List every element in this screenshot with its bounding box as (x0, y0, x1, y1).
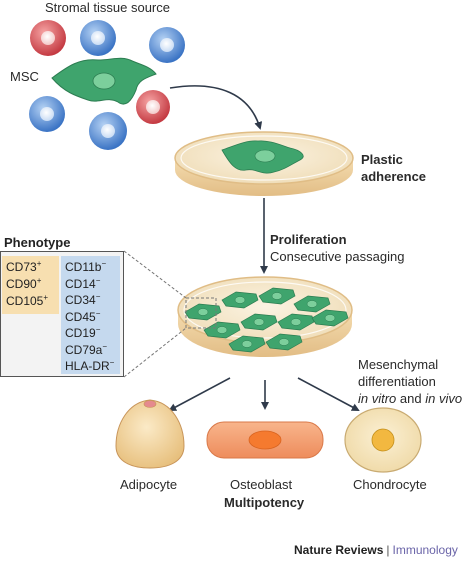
marker-sign: + (36, 259, 42, 268)
proliferating-msc (311, 309, 349, 327)
negative-markers-panel (61, 256, 120, 374)
source-label: Stromal tissue source (45, 0, 170, 15)
adherence-label: adherence (361, 169, 427, 184)
journal-credit: Nature Reviews|Immunology (294, 543, 458, 557)
marker-sign: + (36, 276, 42, 285)
blue-cell (29, 96, 65, 132)
publisher-name: Nature Reviews (294, 543, 384, 557)
marker-name: CD73 (6, 260, 37, 274)
blue-cell (80, 20, 116, 56)
marker-sign: − (109, 358, 115, 367)
proliferating-msc (258, 287, 296, 305)
adipocyte-label: Adipocyte (120, 477, 178, 492)
mesenchymal-label: Mesenchymal (358, 357, 439, 372)
marker-name: CD34 (65, 293, 96, 307)
proliferating-cells (184, 287, 349, 353)
proliferating-msc (293, 295, 331, 313)
osteoblast-cell (206, 421, 324, 459)
passaging-label: Consecutive passaging (270, 249, 405, 264)
marker-name: HLA-DR (65, 359, 110, 373)
blue-cell (89, 112, 127, 150)
marker-hla-dr: HLA-DR− (65, 358, 115, 373)
zoom-region (185, 297, 217, 329)
msc-label: MSC (10, 69, 39, 84)
marker-sign: − (95, 292, 101, 301)
proliferation-label: Proliferation (270, 232, 347, 247)
credit-separator: | (386, 543, 390, 557)
marker-cd45: CD45− (65, 308, 101, 324)
marker-name: CD11b (65, 260, 102, 274)
marker-name: CD19 (65, 326, 96, 340)
blue-cell (149, 27, 185, 63)
marker-name: CD90 (6, 277, 37, 291)
marker-cd73: CD73+ (6, 259, 42, 274)
culture-dish-adherence (174, 131, 354, 196)
marker-sign: − (102, 341, 108, 351)
journal-name: Immunology (392, 543, 458, 557)
marker-name: CD79a (65, 342, 103, 357)
proliferating-msc (184, 303, 222, 321)
chondrocyte-label: Chondrocyte (353, 477, 427, 492)
arrow-to-chondrocyte (297, 377, 360, 411)
red-cell (30, 20, 66, 56)
proliferating-msc (228, 335, 266, 353)
marker-name: CD14 (65, 276, 96, 291)
marker-cd14: CD14− (65, 275, 101, 291)
msc-cell (51, 57, 157, 105)
arrow-to-adipocyte (168, 377, 231, 411)
marker-name: CD45 (65, 309, 96, 324)
marker-cd90: CD90+ (6, 276, 42, 291)
multipotency-label: Multipotency (224, 495, 305, 510)
positive-markers-panel (2, 256, 59, 314)
proliferating-msc (240, 313, 278, 331)
zoom-line-bottom (123, 327, 187, 378)
marker-sign: + (43, 293, 49, 302)
invitro-invivo-label: in vitro and in vivo (358, 391, 463, 406)
marker-sign: − (95, 275, 101, 285)
stromal-cells (29, 20, 185, 150)
marker-sign: − (95, 325, 101, 334)
zoom-line-top (123, 250, 187, 299)
culture-dish-proliferation (177, 276, 353, 357)
marker-cd105: CD105+ (6, 293, 49, 308)
marker-cd11b: CD11b− (65, 259, 107, 274)
red-cell (136, 90, 170, 124)
proliferating-msc (277, 313, 315, 331)
chondrocyte-cell (344, 407, 422, 473)
proliferating-msc (203, 321, 241, 339)
plastic-label: Plastic (361, 152, 403, 167)
osteoblast-label: Osteoblast (230, 477, 293, 492)
differentiation-label: differentiation (358, 374, 436, 389)
arrow-to-adherence (169, 85, 263, 130)
adipocyte-cell (115, 399, 185, 469)
marker-cd19: CD19− (65, 325, 101, 340)
proliferating-msc (265, 333, 303, 351)
marker-cd79a: CD79a− (65, 341, 108, 357)
marker-sign: − (101, 259, 107, 268)
marker-cd34: CD34− (65, 292, 101, 307)
marker-name: CD105 (6, 294, 44, 308)
phenotype-title: Phenotype (4, 235, 71, 250)
marker-sign: − (95, 308, 101, 318)
proliferating-msc (221, 291, 259, 309)
